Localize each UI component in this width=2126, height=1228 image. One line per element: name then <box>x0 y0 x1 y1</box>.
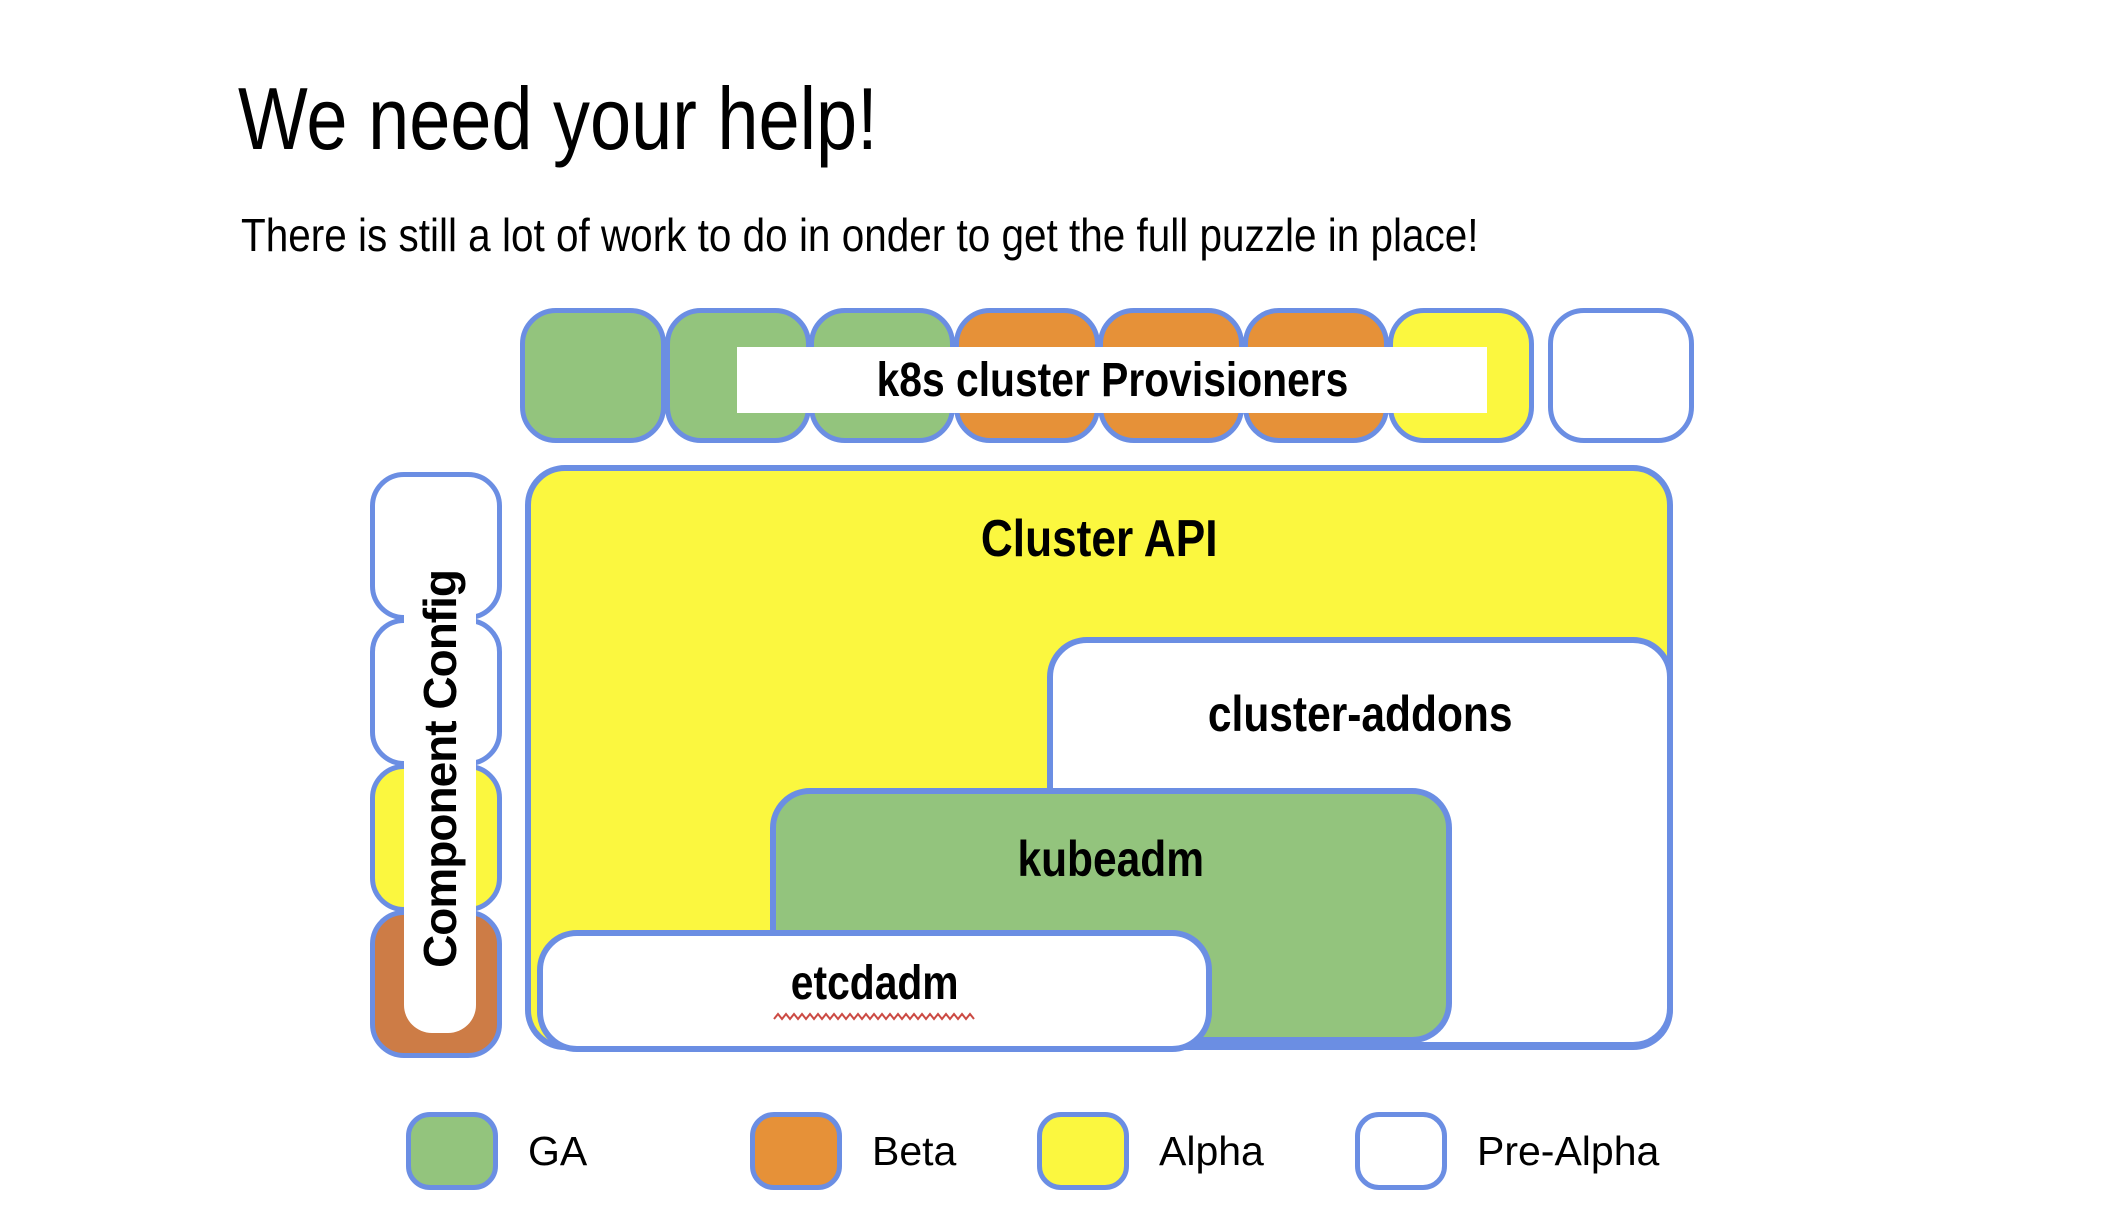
cluster-addons-label: cluster-addons <box>1207 686 1513 742</box>
provisioners-label: k8s cluster Provisioners <box>737 347 1487 413</box>
provisioner-square-pre_alpha <box>1548 308 1695 443</box>
slide-subtitle-text: There is still a lot of work to do in on… <box>241 209 1479 261</box>
slide-title: We need your help! <box>238 68 1000 168</box>
slide-title-text: We need your help! <box>238 68 878 168</box>
legend-label: Pre-Alpha <box>1477 1127 1660 1174</box>
legend-label: Alpha <box>1159 1127 1264 1174</box>
cluster-api-label: Cluster API <box>980 510 1218 568</box>
provisioners-label-text: k8s cluster Provisioners <box>876 353 1348 407</box>
legend-swatch-pre_alpha <box>1355 1112 1447 1190</box>
legend-label: GA <box>528 1127 588 1174</box>
etcdadm-box: etcdadm <box>537 930 1212 1052</box>
legend-label: Beta <box>872 1127 957 1174</box>
legend-item-alpha: Alpha <box>1037 1112 1264 1190</box>
etcdadm-label: etcdadm <box>790 957 959 1010</box>
legend-item-pre_alpha: Pre-Alpha <box>1355 1112 1659 1190</box>
kubeadm-label: kubeadm <box>1017 831 1205 887</box>
legend-item-ga: GA <box>406 1112 587 1190</box>
component-config-label-text: Component Config <box>414 570 466 968</box>
provisioner-square-ga <box>520 308 666 443</box>
legend-item-beta: Beta <box>750 1112 956 1190</box>
legend-swatch-alpha <box>1037 1112 1129 1190</box>
component-config-label: Component Config <box>404 505 476 1033</box>
spellcheck-squiggle-icon <box>772 1012 975 1021</box>
legend-swatch-beta <box>750 1112 842 1190</box>
slide-subtitle: There is still a lot of work to do in on… <box>241 208 1647 262</box>
legend-swatch-ga <box>406 1112 498 1190</box>
